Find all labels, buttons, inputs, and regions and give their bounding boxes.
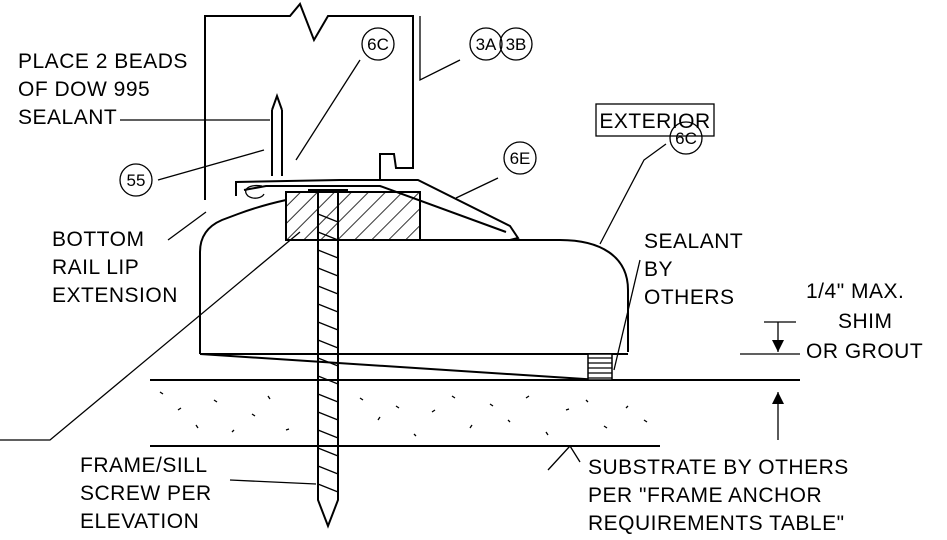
callout-3b: 3B [499,27,533,61]
wood-blocking [285,191,421,241]
note-bottom-rail: BOTTOM RAIL LIP EXTENSION [52,228,178,307]
svg-text:3B: 3B [506,35,527,54]
svg-text:SCREW PER: SCREW PER [80,482,212,505]
door-panel [204,2,414,200]
note-substrate: SUBSTRATE BY OTHERS PER "FRAME ANCHOR RE… [588,456,849,535]
svg-text:EXTERIOR: EXTERIOR [599,110,710,133]
svg-text:REQUIREMENTS TABLE": REQUIREMENTS TABLE" [588,512,845,535]
note-shim: 1/4" MAX. SHIM OR GROUT [806,280,923,363]
svg-text:ELEVATION: ELEVATION [80,510,199,533]
callout-6c-right: 6C [669,121,703,155]
svg-text:BOTTOM: BOTTOM [52,228,144,251]
sill-frame [199,198,629,355]
callout-3a: 3A [469,27,503,61]
svg-text:RAIL LIP: RAIL LIP [52,256,139,279]
svg-text:OTHERS: OTHERS [644,286,735,309]
callout-6c-top: 6C [361,27,395,61]
svg-text:SEALANT: SEALANT [644,230,743,253]
svg-text:FRAME/SILL: FRAME/SILL [80,454,208,477]
svg-text:6E: 6E [510,149,531,168]
svg-text:1/4" MAX.: 1/4" MAX. [806,280,904,303]
svg-text:PLACE 2 BEADS: PLACE 2 BEADS [18,50,188,73]
svg-text:EXTENSION: EXTENSION [52,284,178,307]
svg-text:SHIM: SHIM [838,310,893,333]
shim-and-substrate [150,353,800,447]
svg-text:55: 55 [127,171,146,190]
svg-text:SEALANT: SEALANT [18,106,117,129]
leaders [0,16,667,485]
svg-text:SUBSTRATE BY OTHERS: SUBSTRATE BY OTHERS [588,456,849,479]
callout-6e: 6E [503,141,537,175]
svg-text:OF DOW 995: OF DOW 995 [18,78,150,101]
svg-text:3A: 3A [476,35,497,54]
sealant-bead [271,93,283,176]
exterior-label: EXTERIOR [595,103,715,137]
svg-text:OR GROUT: OR GROUT [806,340,923,363]
shim-dimension [740,321,800,440]
note-frame-screw: FRAME/SILL SCREW PER ELEVATION [80,454,212,533]
callout-55: 55 [119,163,153,197]
svg-text:6C: 6C [675,129,697,148]
svg-text:6C: 6C [367,35,389,54]
note-sealant-by-others: SEALANT BY OTHERS [644,230,743,309]
note-place-beads: PLACE 2 BEADS OF DOW 995 SEALANT [18,50,188,129]
bottom-rail-profile [235,179,520,241]
svg-text:BY: BY [644,258,673,281]
svg-text:PER "FRAME ANCHOR: PER "FRAME ANCHOR [588,484,822,507]
